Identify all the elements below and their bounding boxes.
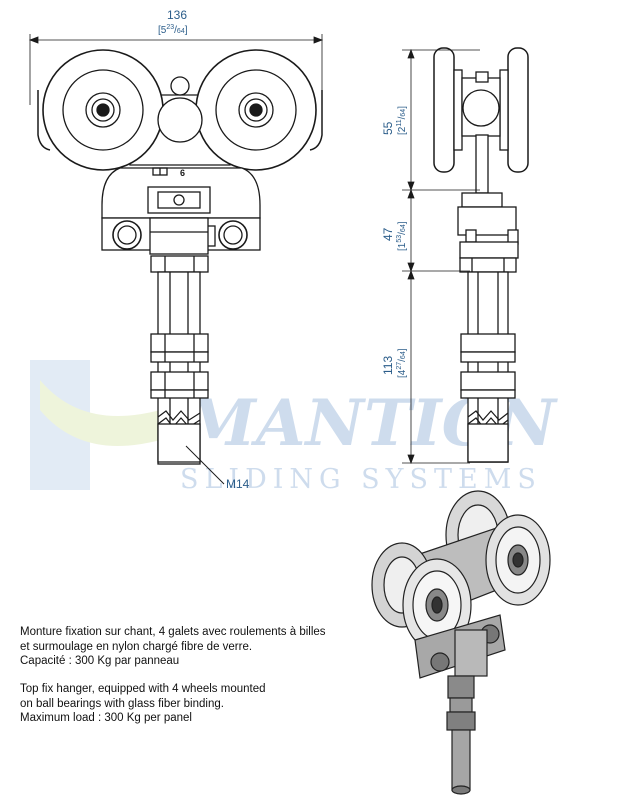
description-en-line: Top fix hanger, equipped with 4 wheels m… <box>20 683 266 695</box>
description-fr-line: et surmoulage en nylon chargé fibre de v… <box>20 640 253 653</box>
thread-label: M14 <box>226 477 250 491</box>
width-inch: [523/64] <box>158 24 188 36</box>
description-en-line: Maximum load : 300 Kg per panel <box>20 712 192 724</box>
side-view <box>433 47 529 463</box>
height-top-inch: [211/64] <box>396 106 408 135</box>
height-bottom-mm: 113 <box>381 356 395 375</box>
description-en-line: on ball bearings with glass fiber bindin… <box>20 697 224 710</box>
width-dimension <box>28 34 324 105</box>
product-3d-view <box>371 490 551 795</box>
height-bottom-inch: [427/64] <box>396 348 408 378</box>
height-mid-inch: [153/64] <box>396 221 408 251</box>
plate-mark-label: 6 <box>180 168 185 178</box>
description-french: Monture fixation sur chant, 4 galets ave… <box>20 625 326 669</box>
front-view <box>37 49 323 485</box>
description-fr-line: Monture fixation sur chant, 4 galets ave… <box>20 626 326 638</box>
description-fr-line: Capacité : 300 Kg par panneau <box>20 655 180 667</box>
description-english: Top fix hanger, equipped with 4 wheels m… <box>20 682 266 726</box>
watermark-tagline: SLIDING SYSTEMS <box>180 464 542 495</box>
height-top-mm: 55 <box>381 121 395 135</box>
width-mm: 136 <box>167 8 187 22</box>
height-mid-mm: 47 <box>381 227 395 241</box>
height-dimensions <box>402 48 480 465</box>
